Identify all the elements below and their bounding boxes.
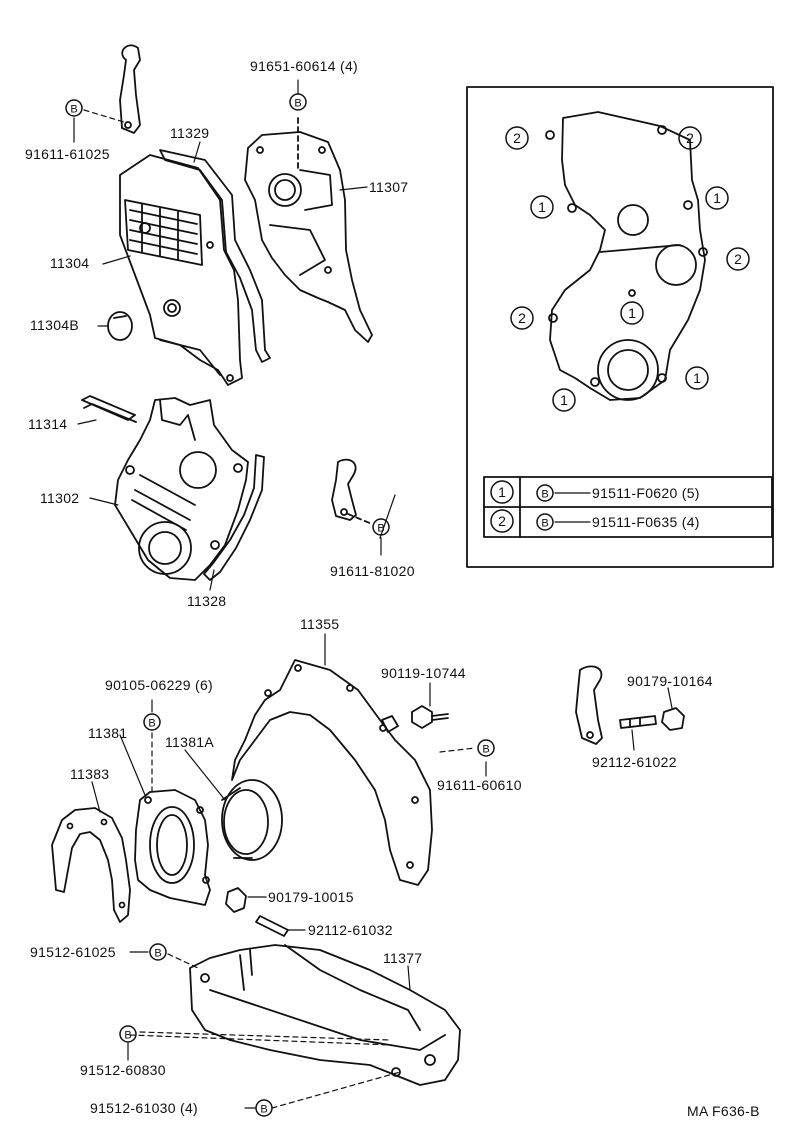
lower-timing-cover-11302[interactable]	[114, 397, 249, 581]
inset-marker: 1	[620, 301, 644, 325]
label-92112-61022: 92112-61022	[592, 754, 677, 770]
callout-b-icon: B	[477, 739, 495, 757]
inset-marker: 2	[678, 126, 702, 150]
reference-code: MA F636-B	[687, 1103, 760, 1119]
inset-legend-table	[483, 476, 773, 538]
label-11304: 11304	[50, 255, 90, 271]
rear-cover-plate-11307[interactable]	[244, 117, 373, 343]
label-11302: 11302	[40, 490, 80, 506]
svg-text:2: 2	[518, 310, 526, 326]
label-11383: 11383	[70, 766, 110, 782]
svg-text:2: 2	[686, 130, 694, 146]
inset-legend-marker: 1	[490, 480, 514, 504]
label-90119-10744: 90119-10744	[381, 665, 466, 681]
stud-92112-61022[interactable]	[619, 715, 657, 729]
label-91512-61030: 91512-61030 (4)	[90, 1100, 199, 1116]
nut-90179-10164[interactable]	[661, 707, 685, 731]
svg-text:B: B	[154, 948, 161, 960]
label-91611-60610: 91611-60610	[437, 777, 522, 793]
svg-text:B: B	[294, 98, 301, 110]
callout-b-icon: B	[372, 518, 390, 536]
inset-frame	[466, 86, 774, 568]
inset-marker: 1	[530, 195, 554, 219]
oil-seal-11381a[interactable]	[221, 779, 283, 861]
svg-text:B: B	[377, 523, 384, 535]
callout-b-icon: B	[65, 99, 83, 117]
svg-text:B: B	[541, 518, 548, 530]
inset-marker: 2	[726, 247, 750, 271]
label-91651-60614: 91651-60614 (4)	[250, 58, 359, 74]
inset-marker: 1	[552, 388, 576, 412]
svg-text:1: 1	[693, 370, 701, 386]
label-92112-61032: 92112-61032	[308, 922, 393, 938]
svg-text:2: 2	[498, 513, 506, 529]
hook-bracket-upper[interactable]	[119, 44, 141, 134]
label-11355: 11355	[300, 616, 340, 632]
svg-text:B: B	[70, 104, 77, 116]
label-11328: 11328	[187, 593, 227, 609]
svg-text:1: 1	[713, 190, 721, 206]
label-91512-61025: 91512-61025	[30, 944, 116, 960]
inset-legend-part-2: 91511-F0635 (4)	[592, 514, 700, 530]
label-90105-06229: 90105-06229 (6)	[105, 677, 214, 693]
inset-cover-outline[interactable]	[545, 111, 708, 401]
svg-text:B: B	[124, 1030, 131, 1042]
plug-11304b[interactable]	[107, 311, 133, 341]
svg-text:1: 1	[628, 305, 636, 321]
inset-marker: 2	[510, 306, 534, 330]
gasket-strip-11314[interactable]	[81, 395, 137, 423]
label-11381a: 11381A	[165, 734, 215, 750]
label-11314: 11314	[28, 416, 68, 432]
inset-legend-part-1: 91511-F0620 (5)	[592, 485, 700, 501]
callout-b-icon: B	[289, 93, 307, 111]
hook-bracket-middle[interactable]	[331, 458, 373, 525]
callout-b-icon: B	[119, 1025, 137, 1043]
svg-text:B: B	[482, 744, 489, 756]
leader-lines	[73, 79, 673, 1109]
label-11304b: 11304B	[30, 317, 80, 333]
label-11329: 11329	[170, 125, 210, 141]
callout-b-icon: B	[143, 713, 161, 731]
svg-text:1: 1	[538, 199, 546, 215]
inset-legend-marker: 2	[490, 509, 514, 533]
callout-b-icon: B	[536, 513, 554, 531]
inset-marker: 1	[685, 366, 709, 390]
bolt-90119-10744[interactable]	[411, 705, 449, 729]
svg-text:B: B	[148, 718, 155, 730]
label-11377: 11377	[383, 950, 423, 966]
svg-text:1: 1	[498, 484, 506, 500]
svg-text:2: 2	[734, 251, 742, 267]
svg-text:B: B	[260, 1104, 267, 1116]
gasket-11328[interactable]	[203, 454, 265, 581]
svg-text:1: 1	[560, 392, 568, 408]
stud-92112-61032[interactable]	[255, 915, 289, 937]
nut-90179-10015[interactable]	[225, 887, 247, 913]
label-91512-60830: 91512-60830	[80, 1062, 166, 1078]
label-90179-10015: 90179-10015	[268, 889, 354, 905]
inset-marker: 1	[705, 186, 729, 210]
cover-gasket-11329[interactable]	[159, 149, 271, 363]
label-11381: 11381	[88, 725, 128, 741]
oil-pan-11377[interactable]	[189, 944, 461, 1086]
end-plate-11355[interactable]	[231, 659, 433, 886]
label-90179-10164: 90179-10164	[627, 673, 713, 689]
svg-text:B: B	[541, 489, 548, 501]
inset-marker: 2	[505, 126, 529, 150]
callout-b-icon: B	[536, 484, 554, 502]
svg-text:2: 2	[513, 130, 521, 146]
gasket-11383[interactable]	[51, 807, 131, 923]
label-11307: 11307	[369, 179, 409, 195]
upper-timing-cover-11304[interactable]	[119, 154, 243, 386]
label-91611-81020: 91611-81020	[330, 563, 415, 579]
hook-bracket-right[interactable]	[575, 665, 603, 745]
label-91611-61025: 91611-61025	[25, 146, 110, 162]
oil-seal-retainer-11381[interactable]	[134, 789, 211, 906]
callout-b-icon: B	[149, 943, 167, 961]
callout-b-icon: B	[255, 1099, 273, 1117]
